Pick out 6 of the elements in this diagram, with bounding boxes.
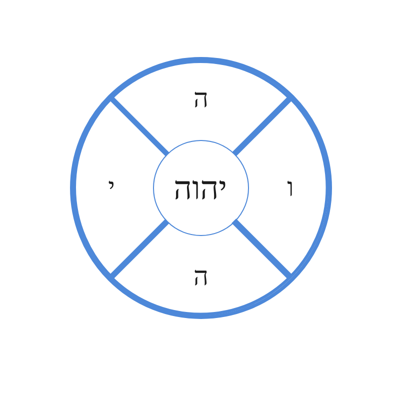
hebrew-letter: ה xyxy=(194,86,208,112)
inner-circle xyxy=(153,140,249,236)
hebrew-letter: ה xyxy=(194,264,208,290)
hebrew-word: יהוה xyxy=(174,172,228,204)
hebrew-letter: י xyxy=(108,174,115,201)
hebrew-letter: ו xyxy=(287,174,294,201)
